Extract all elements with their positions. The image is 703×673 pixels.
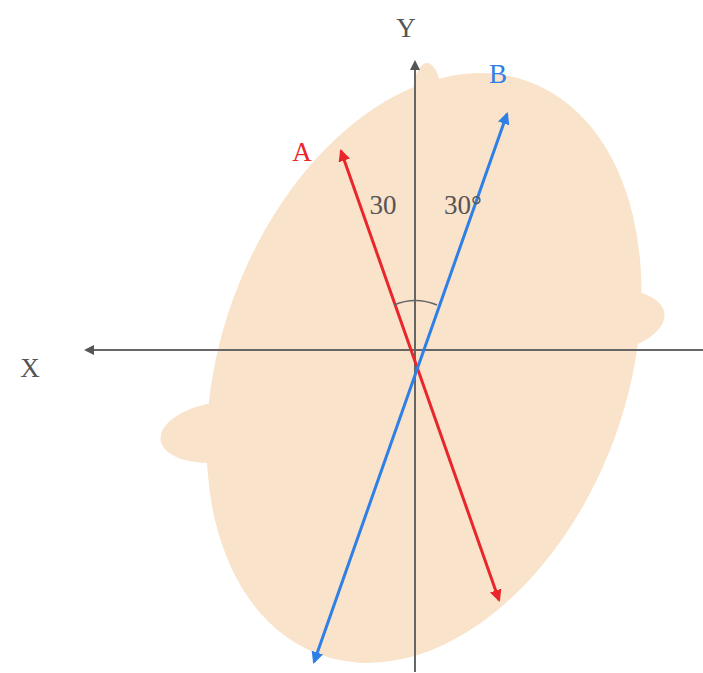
line-b bbox=[314, 114, 507, 662]
line-label: B bbox=[489, 61, 507, 88]
angle-label: 30 bbox=[370, 192, 397, 219]
head-shape bbox=[129, 12, 703, 673]
line-a bbox=[341, 151, 499, 600]
axis-label: Y bbox=[396, 15, 416, 42]
x-axis bbox=[86, 349, 703, 351]
line-label: A bbox=[292, 139, 312, 166]
axis-label: X bbox=[20, 355, 40, 382]
angle-label: 30° bbox=[444, 192, 482, 219]
angle-arc bbox=[394, 301, 437, 306]
